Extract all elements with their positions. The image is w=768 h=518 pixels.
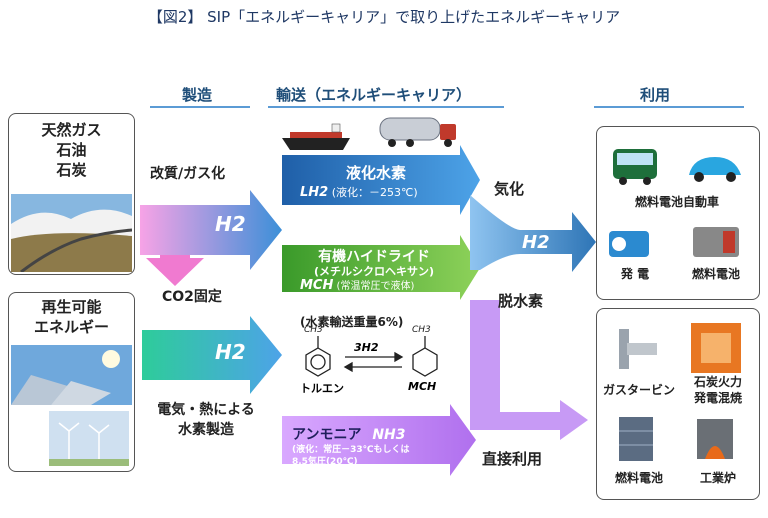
use-label-coal-1: 石炭火力 <box>693 375 742 389</box>
power-generator-icon <box>609 231 649 257</box>
lh2-note: (液化：－253℃) <box>331 186 418 199</box>
h2-label-fossil: H2 <box>215 212 246 236</box>
use-label-furnace: 工業炉 <box>699 471 736 485</box>
wind-turbine-image <box>49 411 129 466</box>
bus-icon <box>613 149 657 185</box>
use-label-fuelcell-2: 燃料電池 <box>614 471 663 485</box>
tanker-ship-icon <box>282 123 350 150</box>
rule-production <box>150 106 250 108</box>
toluene-ring <box>305 336 331 377</box>
page-title: 【図2】 SIP「エネルギーキャリア」で取り上げたエネルギーキャリア <box>147 8 621 26</box>
fuel-cell-icon <box>693 227 739 257</box>
use-label-power: 発 電 <box>620 267 650 281</box>
landscape-pipeline-image <box>11 194 132 272</box>
mch-name: 有機ハイドライド <box>318 249 430 265</box>
renewable-source-box: 再生可能 エネルギー <box>8 292 135 472</box>
fcv-car-icon <box>689 157 741 182</box>
mch-ring <box>412 336 438 377</box>
fossil-source-box: 天然ガス 石油 石炭 <box>8 113 135 275</box>
source-coal: 石炭 <box>56 161 87 179</box>
nh3-name: アンモニア <box>292 427 362 443</box>
co2-fixation-label: CO2固定 <box>162 289 222 305</box>
ch3-left-label: CH3 <box>304 325 323 335</box>
use-top-icons <box>609 149 741 257</box>
lh2-arrow <box>282 145 480 215</box>
merge-arrow-top <box>470 195 596 272</box>
coal-power-icon <box>691 323 741 373</box>
h2-merged-label: H2 <box>522 232 550 253</box>
source-renewable-2: エネルギー <box>33 318 109 336</box>
electric-line-2: 水素製造 <box>178 422 234 438</box>
mch-arrow <box>282 235 480 300</box>
source-natural-gas: 天然ガス <box>41 121 102 139</box>
mch-detail: MCH (常温常圧で液体) <box>300 277 414 293</box>
co2-down-arrow <box>146 255 204 286</box>
stage-production: 製造 <box>182 86 213 104</box>
lh2-detail: LH2 (液化：－253℃) <box>300 184 418 200</box>
direct-use-label: 直接利用 <box>482 450 543 468</box>
gas-turbine-icon <box>619 329 657 369</box>
use-box-top: 燃料電池自動車 発 電 燃料電池 <box>596 126 760 300</box>
nh3-note-2: 8.5気圧(20℃) <box>292 457 358 467</box>
use-label-fuelcell: 燃料電池 <box>691 267 740 281</box>
use-label-fcv: 燃料電池自動車 <box>634 195 719 209</box>
nh3-header: アンモニア NH3 <box>292 424 406 444</box>
use-bottom-icons <box>619 323 741 461</box>
equilibrium-arrows <box>343 351 404 373</box>
h2-arrow-renewable <box>142 316 282 394</box>
source-renewable-1: 再生可能 <box>41 298 102 316</box>
reforming-label: 改質/ガス化 <box>150 166 226 182</box>
lh2-formula: LH2 <box>300 185 329 200</box>
nh3-note-1: (液化：常圧－33℃もしくは <box>292 445 410 455</box>
source-oil: 石油 <box>56 141 87 159</box>
mch-note: (常温常圧で液体) <box>336 281 415 292</box>
nh3-formula: NH3 <box>372 427 406 443</box>
vaporize-label: 気化 <box>494 180 525 198</box>
stage-use: 利用 <box>640 86 671 104</box>
toluene-label: トルエン <box>300 382 344 395</box>
tanker-truck-icon <box>379 117 456 147</box>
h2-reagent-label: 3H2 <box>354 341 379 354</box>
use-label-coal-2: 発電混焼 <box>693 391 742 405</box>
fuel-cell-building-icon <box>619 417 653 461</box>
direct-use-arrow <box>470 300 588 440</box>
use-box-bottom: ガスタービン 石炭火力 発電混焼 燃料電池 工業炉 <box>596 308 760 500</box>
rule-transport <box>268 106 504 108</box>
h2-label-renewable: H2 <box>215 340 246 364</box>
ch3-right-label: CH3 <box>412 325 431 335</box>
mch-molecule-label: MCH <box>408 380 437 393</box>
electric-production-label: 電気・熱による 水素製造 <box>150 400 262 440</box>
industrial-furnace-icon <box>697 419 733 459</box>
solar-panels-image <box>11 345 132 405</box>
use-label-gas-turbine: ガスタービン <box>602 383 675 397</box>
dehydrogenation-label: 脱水素 <box>498 292 544 310</box>
electric-line-1: 電気・熱による <box>157 402 255 418</box>
rule-use <box>594 106 744 108</box>
stage-transport: 輸送（エネルギーキャリア） <box>276 86 472 104</box>
h2-arrow-fossil <box>140 190 282 270</box>
nh3-arrow <box>282 404 476 476</box>
hydrogen-weight-label: (水素輸送重量6%) <box>300 315 404 329</box>
mch-sub: (メチルシクロヘキサン) <box>313 265 435 278</box>
mch-formula: MCH <box>300 278 334 293</box>
lh2-name: 液化水素 <box>345 164 406 182</box>
